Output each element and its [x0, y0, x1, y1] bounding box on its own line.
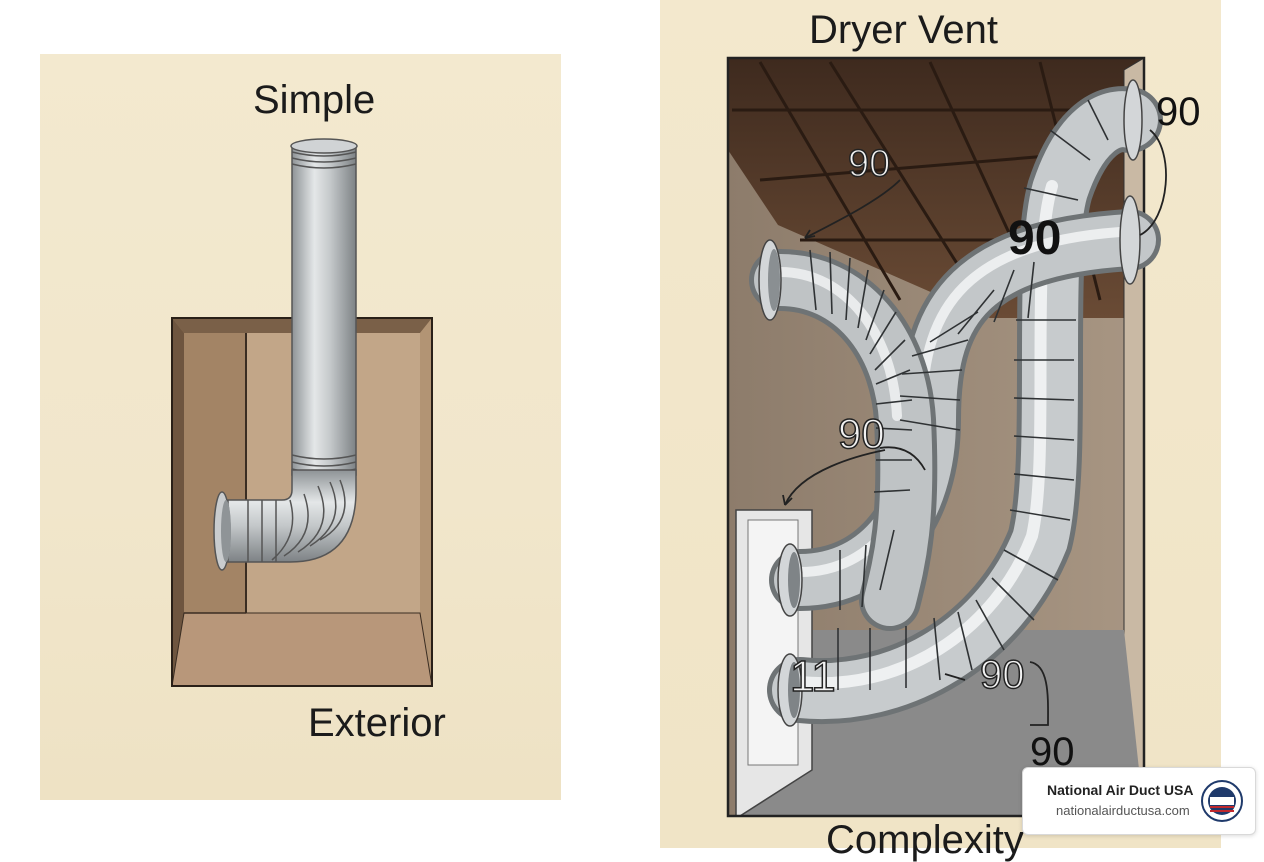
annotation-arrows: [782, 129, 1167, 726]
complex-duct-runs: [749, 86, 1163, 725]
bend-label-bottom: 90: [1030, 730, 1075, 774]
brand-badge[interactable]: National Air Duct USA nationalairductusa…: [1022, 767, 1256, 835]
exterior-label: Exterior: [308, 701, 446, 745]
duct-collars: [758, 79, 1143, 727]
dryer-vent-title: Dryer Vent: [809, 8, 998, 52]
simple-title: Simple: [253, 78, 376, 122]
brand-logo-icon: [1201, 780, 1243, 822]
complexity-label: Complexity: [826, 818, 1024, 862]
bend-label-lower-left: 11: [789, 652, 836, 701]
bend-label-top-left: 90: [847, 143, 891, 185]
duct-ribbing: [809, 99, 1109, 690]
bend-label-top-right: 90: [1156, 90, 1201, 134]
brand-name: National Air Duct USA: [1047, 782, 1194, 798]
simple-duct: [213, 138, 358, 571]
bend-label-middle: 90: [837, 410, 885, 457]
brand-url[interactable]: nationalairductusa.com: [1056, 803, 1190, 818]
bend-label-center: 90: [1008, 212, 1062, 265]
bend-label-lower-middle: 90: [979, 653, 1025, 697]
